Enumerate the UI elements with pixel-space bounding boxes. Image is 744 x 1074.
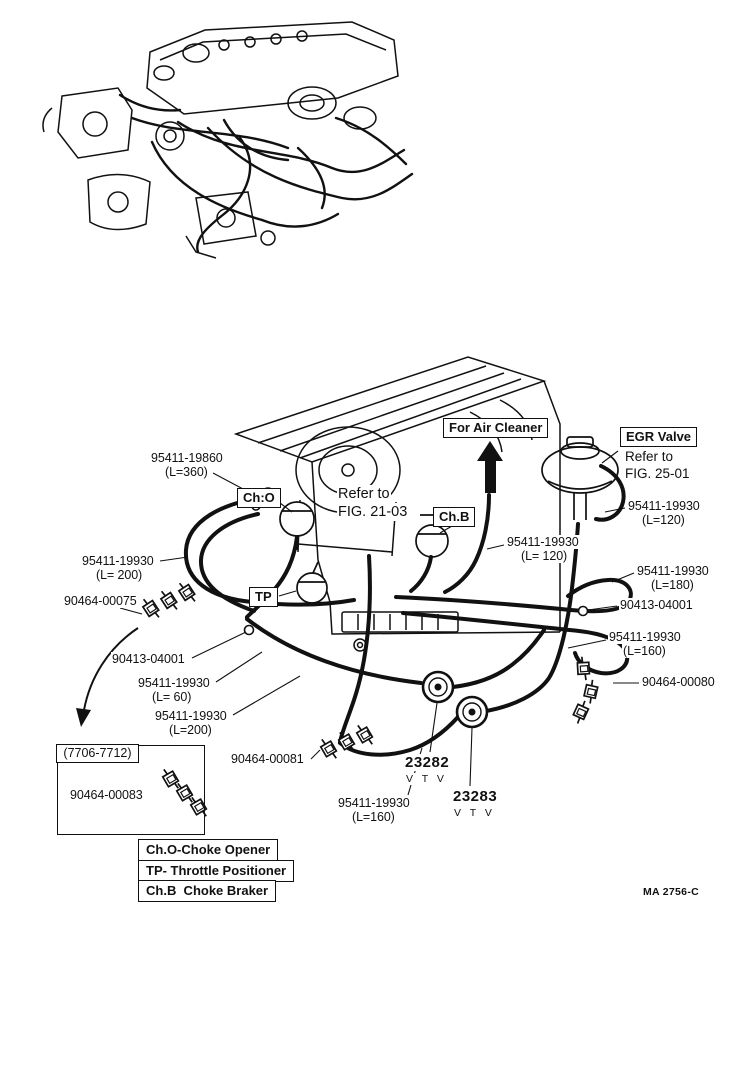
engine-overview-hoses	[118, 93, 414, 254]
callout-clamp-00075: 90464-00075	[63, 594, 138, 608]
part-number: 95411-19930	[627, 499, 701, 513]
egr-valve-icon	[541, 436, 619, 520]
legend: Ch.O-Choke Opener TP- Throttle Positione…	[138, 839, 295, 903]
egr-refer-line2: FIG. 25-01	[624, 465, 691, 482]
hose-length: (L= 120)	[520, 549, 569, 563]
part-number: 95411-19860	[150, 451, 224, 465]
vtv-23282-icon	[421, 670, 455, 704]
callout-hose-l200-left: 95411-19930 (L= 200)	[81, 554, 155, 582]
egr-refer-line1: Refer to	[624, 448, 675, 465]
label-choke-opener: Ch:O	[237, 488, 281, 508]
legend-row-throttle-positioner: TP- Throttle Positioner	[138, 859, 295, 882]
hose-length: (L=160)	[622, 644, 667, 658]
callout-hose-l180-right: 95411-19930 (L=180)	[636, 564, 710, 592]
part-number: 95411-19930	[137, 676, 211, 690]
part-number: 95411-19930	[154, 709, 228, 723]
part-number: 90464-00075	[63, 594, 138, 608]
label-choke-breaker: Ch.B	[433, 507, 476, 527]
vtv-type-label: V T V	[406, 773, 447, 785]
callout-clamp-00081: 90464-00081	[230, 752, 305, 766]
carb-refer-line1: Refer to	[337, 485, 391, 503]
callout-clip-04001-left: 90413-04001	[111, 652, 186, 666]
air-cleaner-arrow-icon	[477, 441, 503, 493]
hose-length: (L=200)	[168, 723, 213, 737]
callout-hose-l120-center: 95411-19930 (L= 120)	[506, 535, 580, 563]
part-number: 95411-19930	[636, 564, 710, 578]
part-number: 90464-00083	[69, 788, 144, 802]
alt-period-box: (7706-7712)	[56, 744, 205, 835]
part-number: 90413-04001	[111, 652, 186, 666]
part-number: 90464-00080	[641, 675, 716, 689]
label-for-air-cleaner: For Air Cleaner	[443, 418, 549, 438]
figure-code: MA 2756-C	[643, 886, 699, 898]
hose-length: (L=360)	[164, 465, 209, 479]
vtv-part-number: 23282	[404, 754, 451, 771]
carb-refer-note: Refer to FIG. 21-03	[337, 485, 409, 521]
hose-length: (L= 60)	[151, 690, 193, 704]
hose-length: (L= 200)	[95, 568, 144, 582]
callout-clamp-00083: 90464-00083	[69, 788, 144, 802]
part-number: 90413-04001	[619, 598, 694, 612]
legend-row-choke-opener: Ch.O-Choke Opener	[138, 839, 279, 862]
part-number: 95411-19930	[506, 535, 580, 549]
part-number: 90464-00081	[230, 752, 305, 766]
clip-04001-right-icon	[577, 605, 589, 617]
callout-hose-19860: 95411-19860 (L=360)	[150, 451, 224, 479]
throttle-positioner-icon	[296, 561, 328, 604]
vtv-23283-icon	[455, 695, 489, 729]
period-box-arrow-icon	[76, 627, 139, 727]
label-egr-valve: EGR Valve	[620, 427, 698, 447]
callout-hose-l120-right: 95411-19930 (L=120)	[627, 499, 701, 527]
vtv-part-number: 23283	[452, 788, 499, 805]
callout-clamp-00080: 90464-00080	[641, 675, 716, 689]
vtv-type-label: V T V	[454, 807, 495, 819]
hose-length: (L=180)	[650, 578, 695, 592]
legend-row-choke-breaker: Ch.B Choke Braker	[138, 880, 277, 903]
vtv-23283-label: 23283 V T V	[452, 788, 499, 819]
part-number: 95411-19930	[337, 796, 411, 810]
hose-length: (L=120)	[641, 513, 686, 527]
main-engine-illustration	[233, 356, 561, 652]
callout-hose-l60: 95411-19930 (L= 60)	[137, 676, 211, 704]
label-throttle-positioner: TP	[249, 587, 278, 607]
part-number: 95411-19930	[608, 630, 682, 644]
callout-clip-04001-right: 90413-04001	[619, 598, 694, 612]
leader-lines	[119, 450, 639, 796]
part-number: 95411-19930	[81, 554, 155, 568]
period-range-label: (7706-7712)	[56, 744, 139, 764]
callout-hose-l200-lower: 95411-19930 (L=200)	[154, 709, 228, 737]
callout-hose-l160-right: 95411-19930 (L=160)	[608, 630, 682, 658]
clip-04001-left-icon	[243, 624, 255, 636]
callout-hose-l160-bottom: 95411-19930 (L=160)	[337, 796, 411, 824]
vtv-23282-label: 23282 V T V	[404, 754, 451, 785]
carb-refer-line2: FIG. 21-03	[337, 503, 409, 521]
egr-refer-note: Refer to FIG. 25-01	[624, 448, 691, 482]
hose-length: (L=160)	[351, 810, 396, 824]
